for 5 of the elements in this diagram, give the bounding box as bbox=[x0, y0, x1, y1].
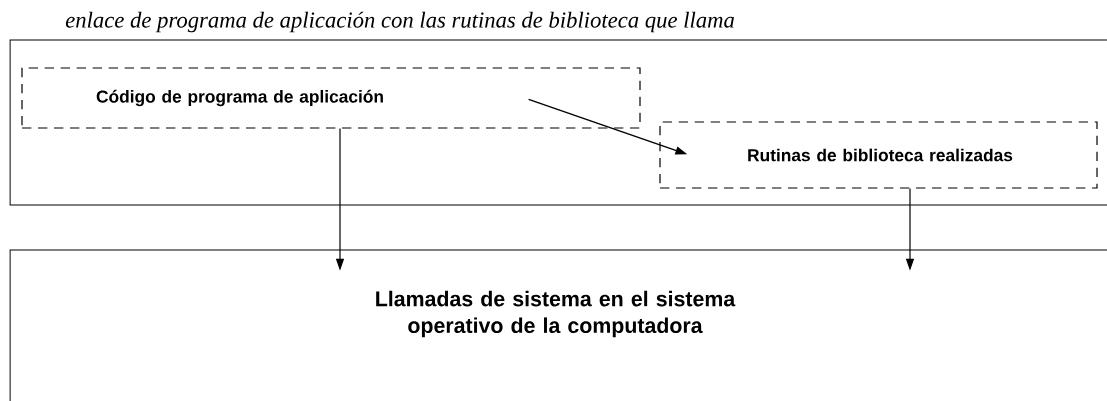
title: enlace de programa de aplicación con las rutinas de biblioteca que llama bbox=[65, 11, 734, 33]
group-box bbox=[9, 39, 1107, 206]
dashed-box: Código de programa de aplicación bbox=[21, 67, 641, 129]
dashed-box: Rutinas de biblioteca realizadas bbox=[659, 121, 1098, 189]
system-box: Llamadas de sistema en el sistema operativo de la computadora bbox=[9, 249, 1107, 401]
